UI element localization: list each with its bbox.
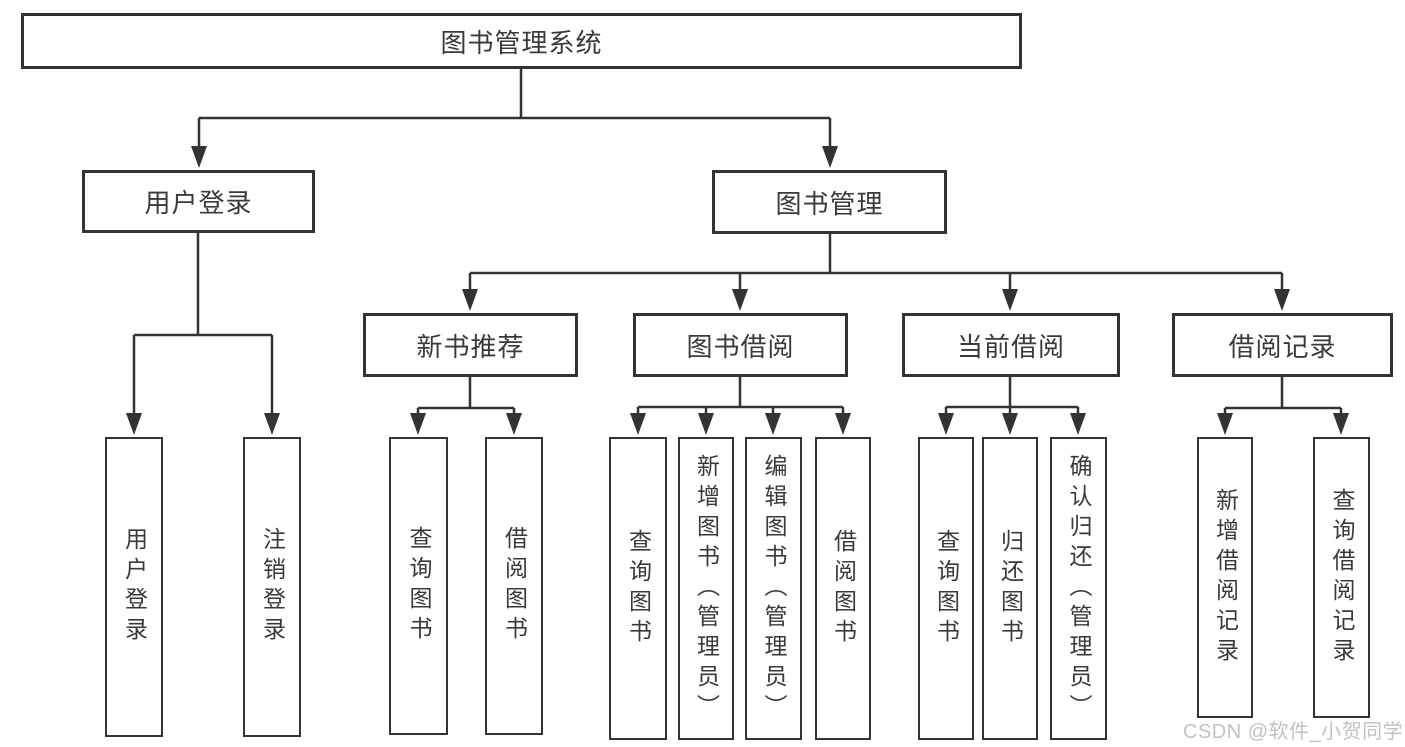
node-current-borrow-label: 当前借阅 xyxy=(956,331,1065,362)
leaf-return-book-label: 归还图书 xyxy=(997,528,1024,649)
arrowhead-icon xyxy=(1070,413,1086,435)
leaf-add-book-admin-label: 新增图书（管理员） xyxy=(693,453,720,724)
arrowhead-icon xyxy=(506,413,522,435)
node-borrow-records: 借阅记录 xyxy=(1172,313,1393,377)
arrowhead-icon xyxy=(264,413,280,435)
leaf-add-borrow-record-label: 新增借阅记录 xyxy=(1212,487,1239,668)
leaf-user-login-label: 用户登录 xyxy=(121,527,148,647)
arrowhead-icon xyxy=(1217,413,1233,435)
leaf-borrow-books-borrow-label: 借阅图书 xyxy=(830,528,857,649)
leaf-logout-label: 注销登录 xyxy=(259,527,286,647)
leaf-query-books-borrow: 查询图书 xyxy=(609,437,667,740)
leaf-query-books-current: 查询图书 xyxy=(918,437,974,740)
node-current-borrow: 当前借阅 xyxy=(902,313,1120,377)
arrowhead-icon xyxy=(698,413,714,435)
leaf-return-book: 归还图书 xyxy=(982,437,1038,740)
node-library-system-label: 图书管理系统 xyxy=(440,27,603,58)
arrowhead-icon xyxy=(462,289,478,311)
node-book-management: 图书管理 xyxy=(712,170,947,234)
arrowhead-icon xyxy=(835,413,851,435)
arrowhead-icon xyxy=(1333,413,1349,435)
node-borrow-records-label: 借阅记录 xyxy=(1228,331,1337,362)
node-book-management-label: 图书管理 xyxy=(775,188,884,219)
arrowhead-icon xyxy=(765,413,781,435)
leaf-query-books-current-label: 查询图书 xyxy=(933,528,960,649)
leaf-confirm-return-admin-label: 确认归还（管理员） xyxy=(1066,453,1092,724)
arrowhead-icon xyxy=(732,289,748,311)
leaf-query-books-recommend-label: 查询图书 xyxy=(406,526,432,646)
node-new-book-recommend-label: 新书推荐 xyxy=(416,331,525,362)
leaf-query-books-recommend: 查询图书 xyxy=(389,437,448,735)
leaf-add-book-admin: 新增图书（管理员） xyxy=(678,437,734,740)
node-user-login: 用户登录 xyxy=(82,170,315,233)
leaf-borrow-books-recommend: 借阅图书 xyxy=(485,437,543,735)
leaf-borrow-books-recommend-label: 借阅图书 xyxy=(501,526,528,646)
leaf-logout: 注销登录 xyxy=(243,437,301,737)
node-library-system: 图书管理系统 xyxy=(21,13,1022,69)
leaf-user-login: 用户登录 xyxy=(105,437,163,737)
node-user-login-label: 用户登录 xyxy=(144,188,253,218)
arrowhead-icon xyxy=(410,413,426,435)
leaf-query-borrow-record-label: 查询借阅记录 xyxy=(1329,487,1355,668)
arrowhead-icon xyxy=(1274,289,1290,311)
arrowhead-icon xyxy=(191,146,207,168)
leaf-confirm-return-admin: 确认归还（管理员） xyxy=(1050,437,1107,740)
leaf-add-borrow-record: 新增借阅记录 xyxy=(1197,437,1253,718)
arrowhead-icon xyxy=(126,413,142,435)
node-book-borrow: 图书借阅 xyxy=(633,313,848,377)
csdn-watermark: CSDN @软件_小贺同学 xyxy=(1183,721,1404,743)
leaf-borrow-books-borrow: 借阅图书 xyxy=(815,437,871,740)
arrowhead-icon xyxy=(938,413,954,435)
leaf-query-borrow-record: 查询借阅记录 xyxy=(1313,437,1370,718)
leaf-edit-book-admin: 编辑图书（管理员） xyxy=(745,437,802,740)
leaf-query-books-borrow-label: 查询图书 xyxy=(625,528,652,649)
arrowhead-icon xyxy=(1002,289,1018,311)
arrowhead-icon xyxy=(630,413,646,435)
node-new-book-recommend: 新书推荐 xyxy=(363,313,578,377)
leaf-edit-book-admin-label: 编辑图书（管理员） xyxy=(761,453,787,724)
node-book-borrow-label: 图书借阅 xyxy=(686,331,795,362)
arrowhead-icon xyxy=(822,146,838,168)
arrowhead-icon xyxy=(1002,413,1018,435)
connector-paths xyxy=(132,68,1343,415)
